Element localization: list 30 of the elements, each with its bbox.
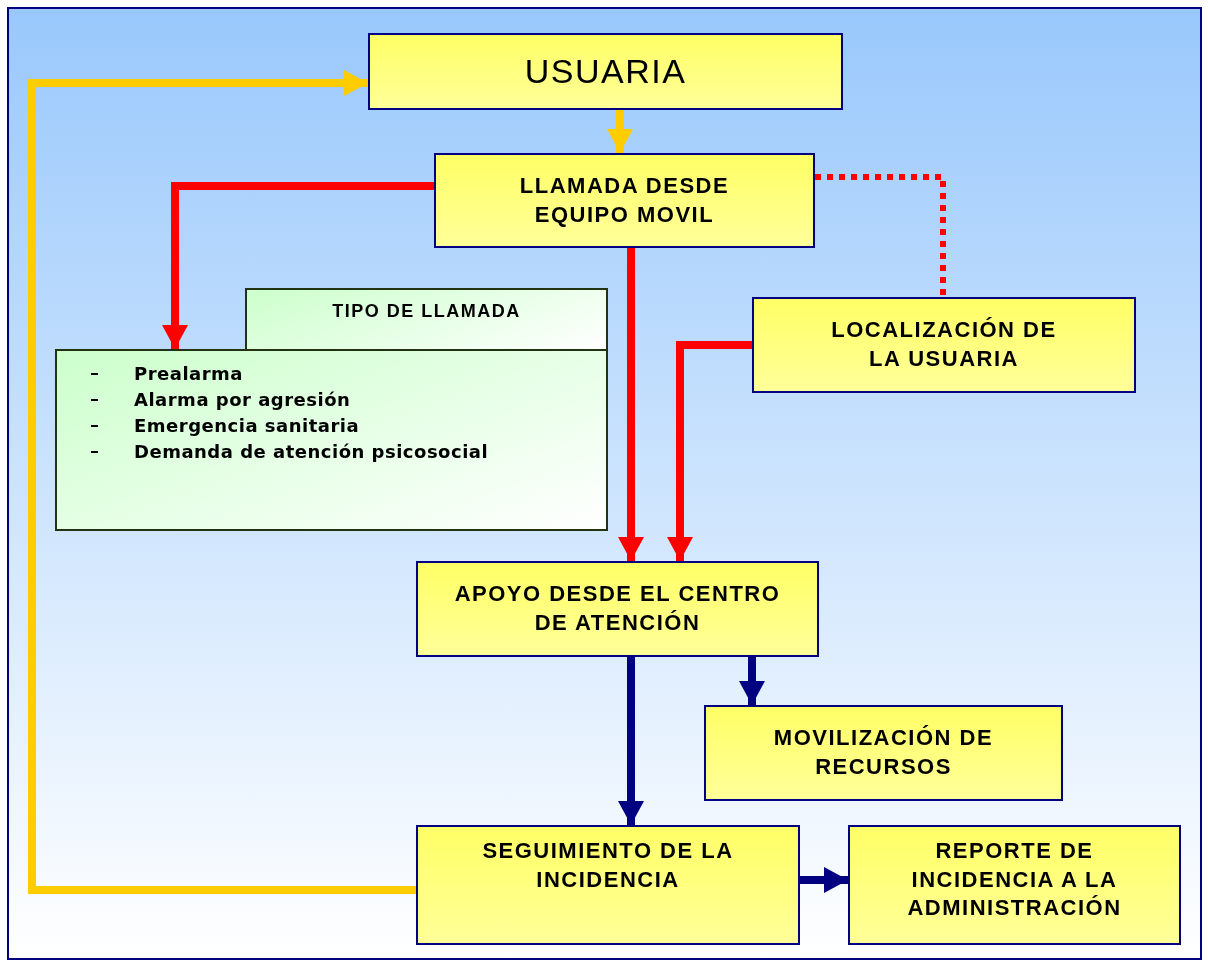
list-item: Alarma por agresión: [134, 388, 351, 413]
arrow: [607, 110, 633, 153]
arrow: [667, 341, 752, 561]
arrow: [618, 657, 644, 825]
list-panel: [55, 349, 608, 531]
arrow: [800, 867, 848, 893]
box-label: APOYO DESDE EL CENTRO DE ATENCIÓN: [453, 580, 782, 637]
box-label: REPORTE DE INCIDENCIA A LA ADMINISTRACIÓN: [906, 837, 1123, 923]
box-label: LLAMADA DESDE EQUIPO MOVIL: [518, 171, 731, 229]
connector-line: [815, 174, 946, 297]
arrow: [618, 248, 644, 561]
box-label: SEGUIMIENTO DE LA INCIDENCIA: [481, 837, 735, 894]
process-box: [434, 153, 815, 248]
list-item: Demanda de atención psicosocial: [134, 440, 489, 465]
list-item: Prealarma: [134, 362, 244, 386]
arrow: [162, 182, 434, 349]
process-box: [704, 705, 1063, 801]
list-item: Emergencia sanitaria: [134, 414, 360, 439]
arrow: [28, 70, 416, 894]
box-label: MOVILIZACIÓN DE RECURSOS: [772, 724, 995, 781]
tab-header-box: [245, 288, 608, 350]
process-box: [416, 825, 800, 945]
process-box: [848, 825, 1181, 945]
process-box: [416, 561, 819, 657]
box-label: LOCALIZACIÓN DE LA USUARIA: [830, 316, 1058, 373]
box-label: TIPO DE LLAMADA: [332, 300, 521, 323]
arrow: [739, 657, 765, 705]
process-box: [752, 297, 1136, 393]
box-label: USUARIA: [524, 51, 687, 93]
process-box: [368, 33, 843, 110]
